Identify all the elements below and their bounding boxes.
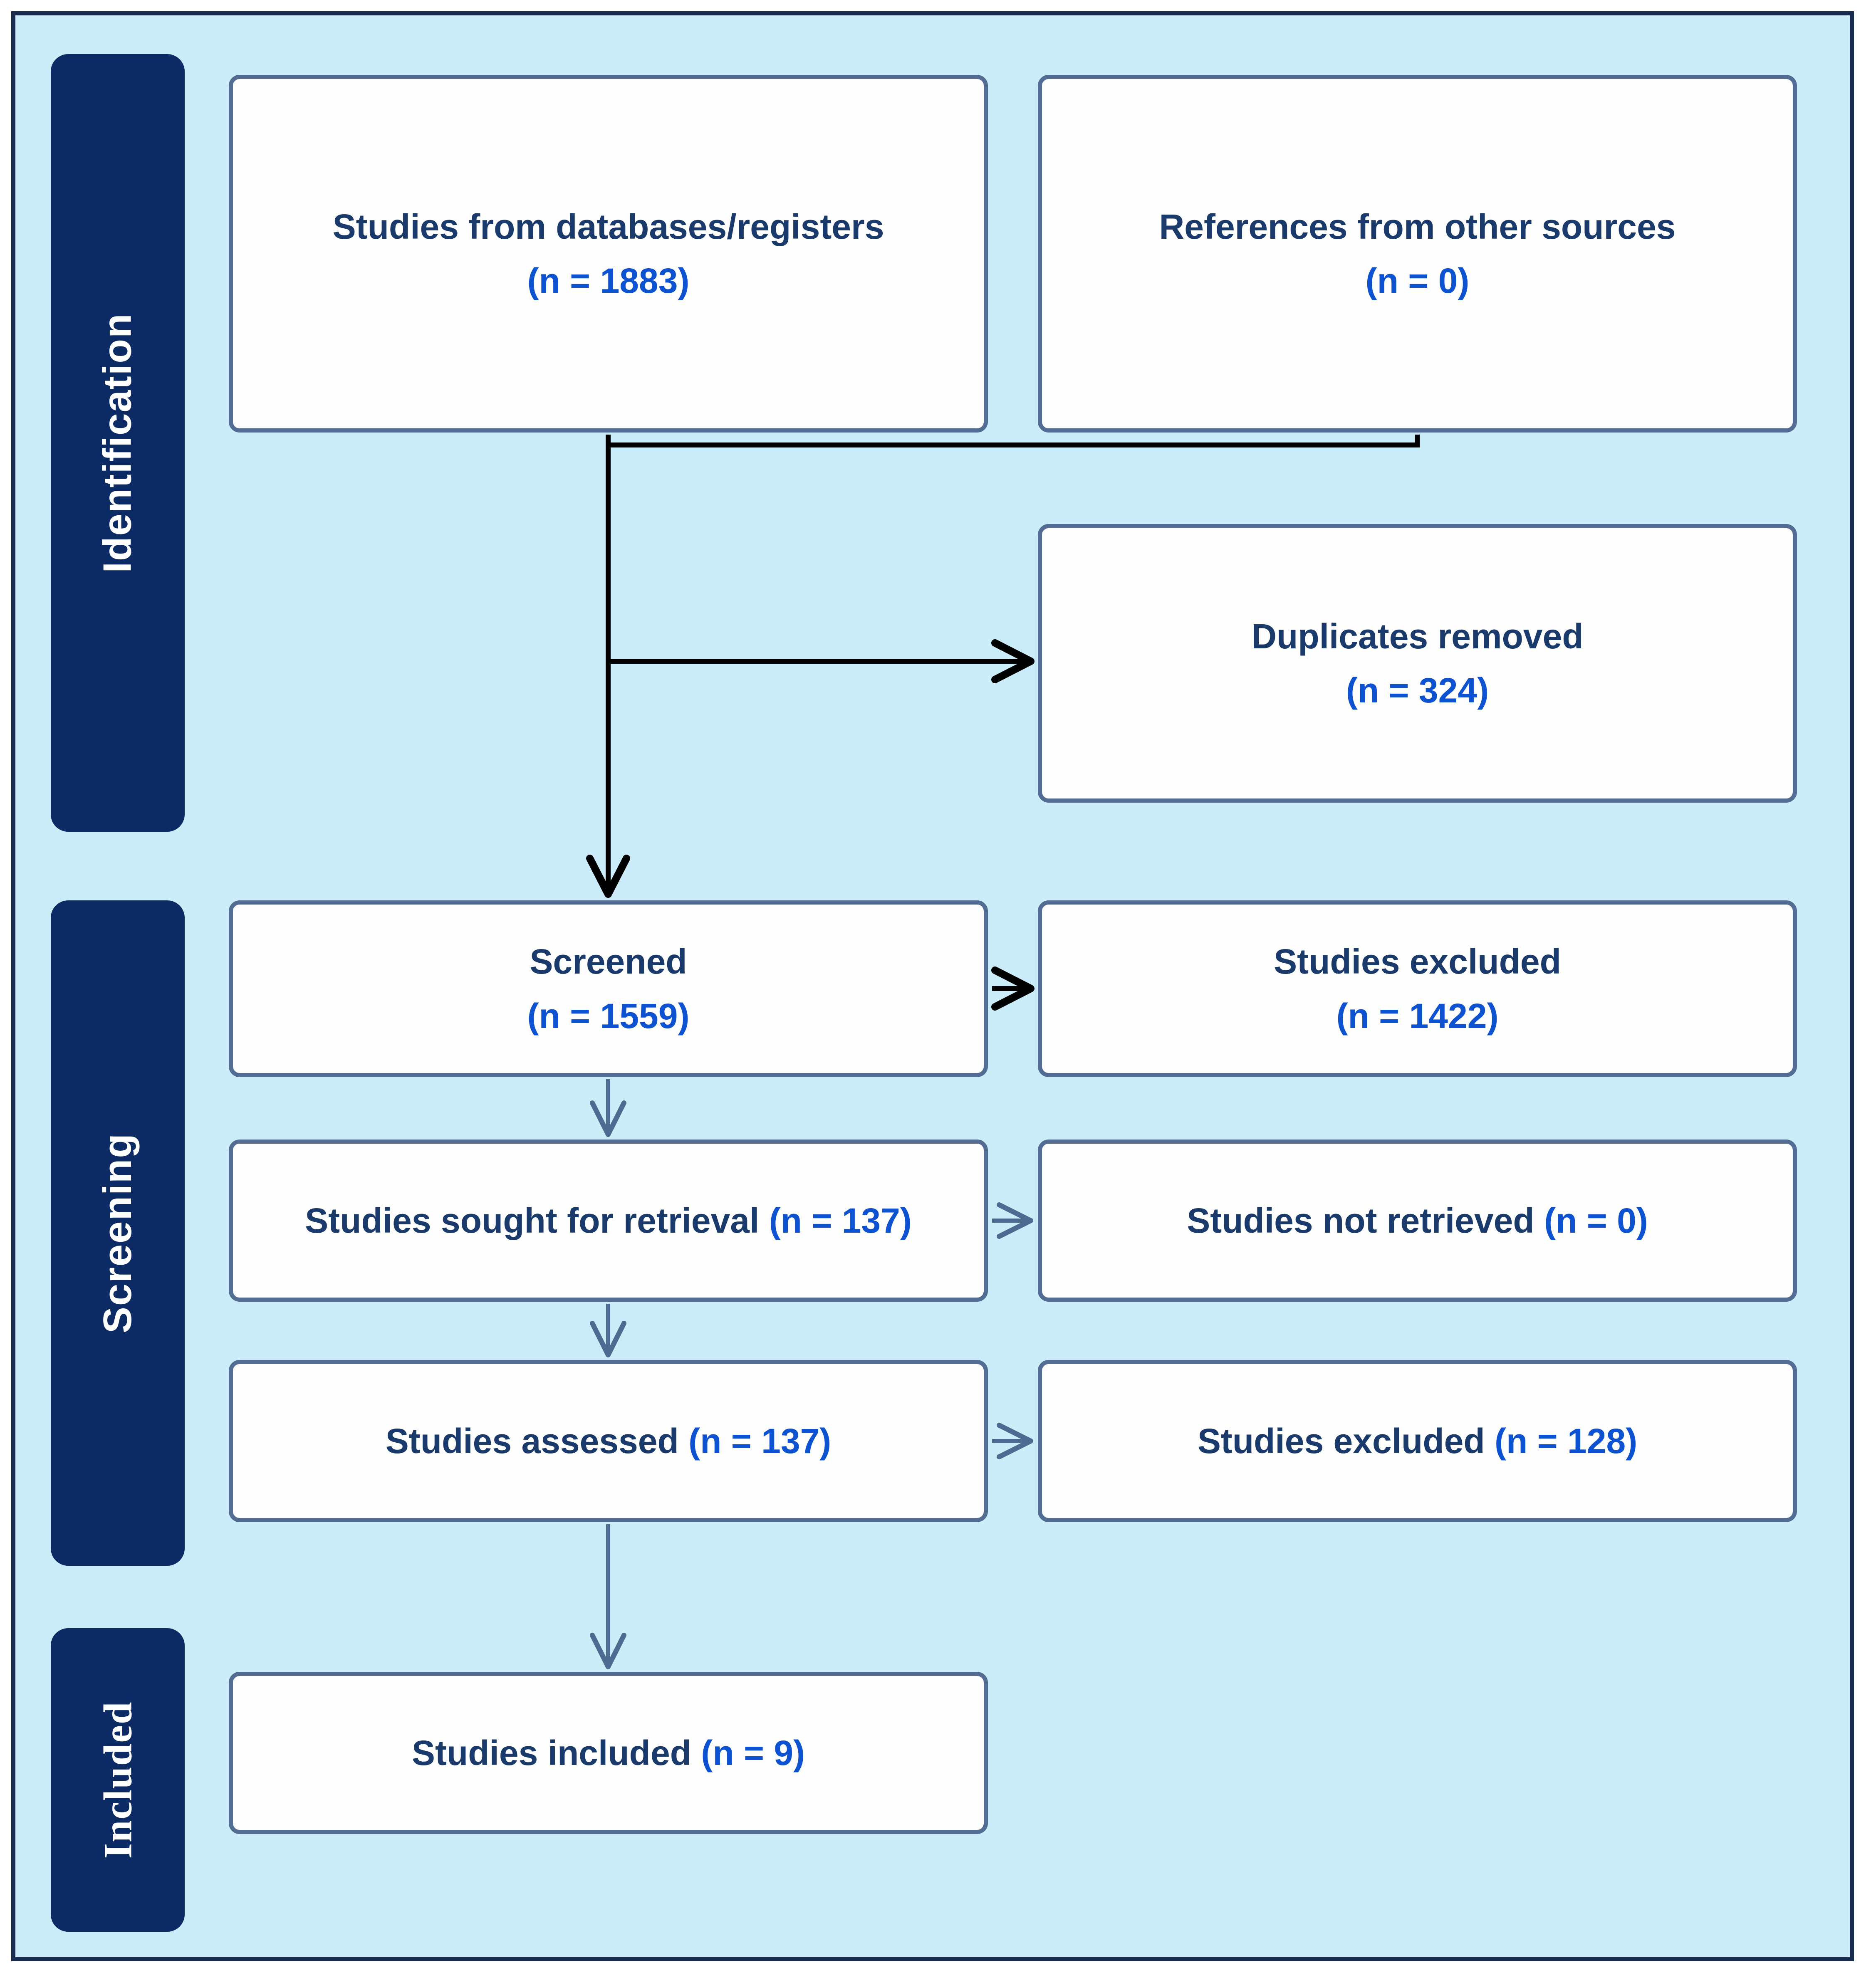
- box-screened: Screened (n = 1559): [229, 900, 988, 1077]
- box-count: (n = 137): [688, 1421, 832, 1461]
- stage-band-screening: Screening: [51, 900, 185, 1566]
- box-references-other-sources: References from other sources (n = 0): [1038, 75, 1797, 433]
- box-label: Studies included: [411, 1733, 692, 1772]
- stage-band-included: Included: [51, 1628, 185, 1932]
- box-studies-included: Studies included (n = 9): [229, 1672, 988, 1834]
- box-label: Duplicates removed: [1251, 616, 1584, 656]
- box-studies-excluded-assessment: Studies excluded (n = 128): [1038, 1360, 1797, 1522]
- box-studies-sought-retrieval: Studies sought for retrieval (n = 137): [229, 1140, 988, 1302]
- box-label: Studies excluded: [1274, 942, 1561, 981]
- box-studies-excluded-screening: Studies excluded (n = 1422): [1038, 900, 1797, 1077]
- box-label: References from other sources: [1159, 207, 1676, 246]
- box-count: (n = 128): [1495, 1421, 1638, 1461]
- box-count: (n = 324): [1346, 671, 1489, 710]
- box-label: Studies assessed: [385, 1421, 679, 1461]
- stage-label-screening: Screening: [95, 1132, 140, 1334]
- box-studies-assessed: Studies assessed (n = 137): [229, 1360, 988, 1522]
- box-count: (n = 137): [769, 1201, 912, 1240]
- box-count: (n = 1559): [527, 996, 690, 1036]
- stage-label-identification: Identification: [95, 313, 140, 573]
- box-duplicates-removed: Duplicates removed (n = 324): [1038, 524, 1797, 803]
- box-label: Studies not retrieved: [1187, 1201, 1534, 1240]
- stage-band-identification: Identification: [51, 54, 185, 832]
- stage-label-included: Included: [95, 1701, 140, 1859]
- box-label: Screened: [530, 942, 687, 981]
- box-count: (n = 0): [1365, 261, 1470, 300]
- box-label: Studies from databases/registers: [332, 207, 884, 246]
- box-count: (n = 0): [1544, 1201, 1648, 1240]
- box-studies-not-retrieved: Studies not retrieved (n = 0): [1038, 1140, 1797, 1302]
- box-studies-from-databases: Studies from databases/registers (n = 18…: [229, 75, 988, 433]
- box-label: Studies sought for retrieval: [305, 1201, 760, 1240]
- box-count: (n = 9): [701, 1733, 805, 1772]
- box-label: Studies excluded: [1197, 1421, 1485, 1461]
- box-count: (n = 1422): [1336, 996, 1499, 1036]
- box-count: (n = 1883): [527, 261, 690, 300]
